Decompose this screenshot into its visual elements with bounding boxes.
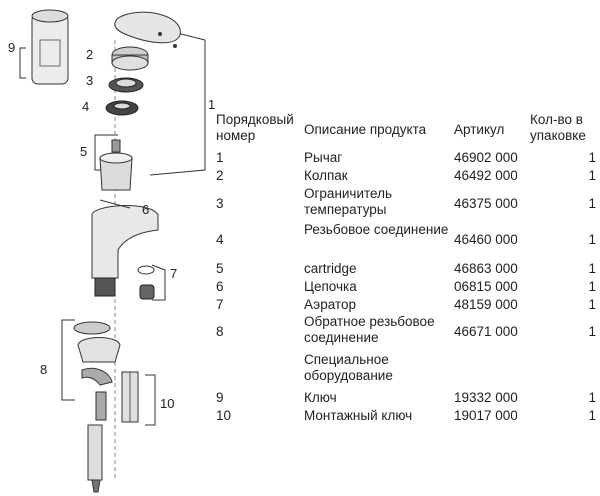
callout-6: 6 xyxy=(142,202,150,217)
row-10-article: 19017 000 xyxy=(454,408,518,423)
callout-1: 1 xyxy=(208,97,216,112)
parts-table: Порядковый номер Описание продукта Артик… xyxy=(216,0,600,496)
cartridge-part-5 xyxy=(99,139,133,191)
row-5-quantity: 1 xyxy=(588,261,596,276)
row-2-description: Колпак xyxy=(304,168,348,183)
row-6-article: 06815 000 xyxy=(454,279,518,294)
row-2-number: 2 xyxy=(216,168,224,183)
row-7-description: Аэратор xyxy=(304,297,356,312)
row-7-article: 48159 000 xyxy=(454,297,518,312)
row-3-quantity: 1 xyxy=(588,196,596,211)
header-article: Артикул xyxy=(454,122,505,137)
row-9-quantity: 1 xyxy=(588,390,596,405)
row-4-description: Резьбовое соединение xyxy=(304,222,449,237)
bracket-1 xyxy=(149,29,206,176)
row-8-article: 46671 000 xyxy=(454,324,518,339)
cap-part-2 xyxy=(111,46,149,71)
row-6-number: 6 xyxy=(216,279,224,294)
row-7-number: 7 xyxy=(216,297,224,312)
key-part-9 xyxy=(31,9,69,85)
row-9-description: Ключ xyxy=(304,390,337,405)
header-number: Порядковый номер xyxy=(216,112,294,143)
callout-8: 8 xyxy=(40,362,48,377)
row-7-quantity: 1 xyxy=(588,297,596,312)
row-1-quantity: 1 xyxy=(588,150,596,165)
row-5-description: cartridge xyxy=(304,261,357,276)
header-description: Описание продукта xyxy=(304,122,427,137)
callout-7: 7 xyxy=(170,266,178,281)
row-5-article: 46863 000 xyxy=(454,261,518,276)
callout-9: 9 xyxy=(8,40,16,55)
row-2-quantity: 1 xyxy=(588,168,596,183)
row-2-article: 46492 000 xyxy=(454,168,518,183)
aerator-part-7 xyxy=(137,265,155,300)
row-5-number: 5 xyxy=(216,261,224,276)
bracket-9 xyxy=(19,47,26,79)
exploded-parts-diagram xyxy=(19,9,206,493)
row-4-number: 4 xyxy=(216,232,224,247)
mounting-key-part-10 xyxy=(121,371,139,423)
header-quantity: Кол-во в упаковке xyxy=(530,112,586,143)
lever-part-1 xyxy=(114,11,181,48)
row-8-number: 8 xyxy=(216,324,224,339)
row-8-description: Обратное резьбовое соединение xyxy=(304,314,435,345)
bracket-8 xyxy=(61,319,75,401)
row-3-description: Ограничитель температуры xyxy=(304,186,393,217)
bracket-10 xyxy=(145,374,156,426)
row-10-number: 10 xyxy=(216,408,232,423)
row-3-article: 46375 000 xyxy=(454,196,518,211)
faucet-body xyxy=(91,199,159,297)
row-6-quantity: 1 xyxy=(588,279,596,294)
callout-2: 2 xyxy=(86,47,94,62)
row-1-description: Рычаг xyxy=(304,150,343,165)
callout-5: 5 xyxy=(80,144,88,159)
row-1-number: 1 xyxy=(216,150,224,165)
row-6-description: Цепочка xyxy=(304,279,357,294)
row-4-quantity: 1 xyxy=(588,232,596,247)
row-9-article: 19332 000 xyxy=(454,390,518,405)
callout-10: 10 xyxy=(160,396,175,411)
temp-limiter-part-3 xyxy=(108,77,144,93)
special-equipment-heading: Специальное оборудование xyxy=(304,352,393,383)
row-3-number: 3 xyxy=(216,196,224,211)
row-10-description: Монтажный ключ xyxy=(304,408,413,423)
threaded-connection-part-4 xyxy=(105,100,139,116)
supply-hoses xyxy=(87,424,103,493)
row-4-article: 46460 000 xyxy=(454,232,518,247)
row-1-article: 46902 000 xyxy=(454,150,518,165)
callout-4: 4 xyxy=(82,99,90,114)
counter-threaded-part-8 xyxy=(73,321,121,421)
row-8-quantity: 1 xyxy=(588,324,596,339)
row-9-number: 9 xyxy=(216,390,224,405)
row-10-quantity: 1 xyxy=(588,408,596,423)
bracket-7 xyxy=(151,264,166,301)
callout-3: 3 xyxy=(86,73,94,88)
